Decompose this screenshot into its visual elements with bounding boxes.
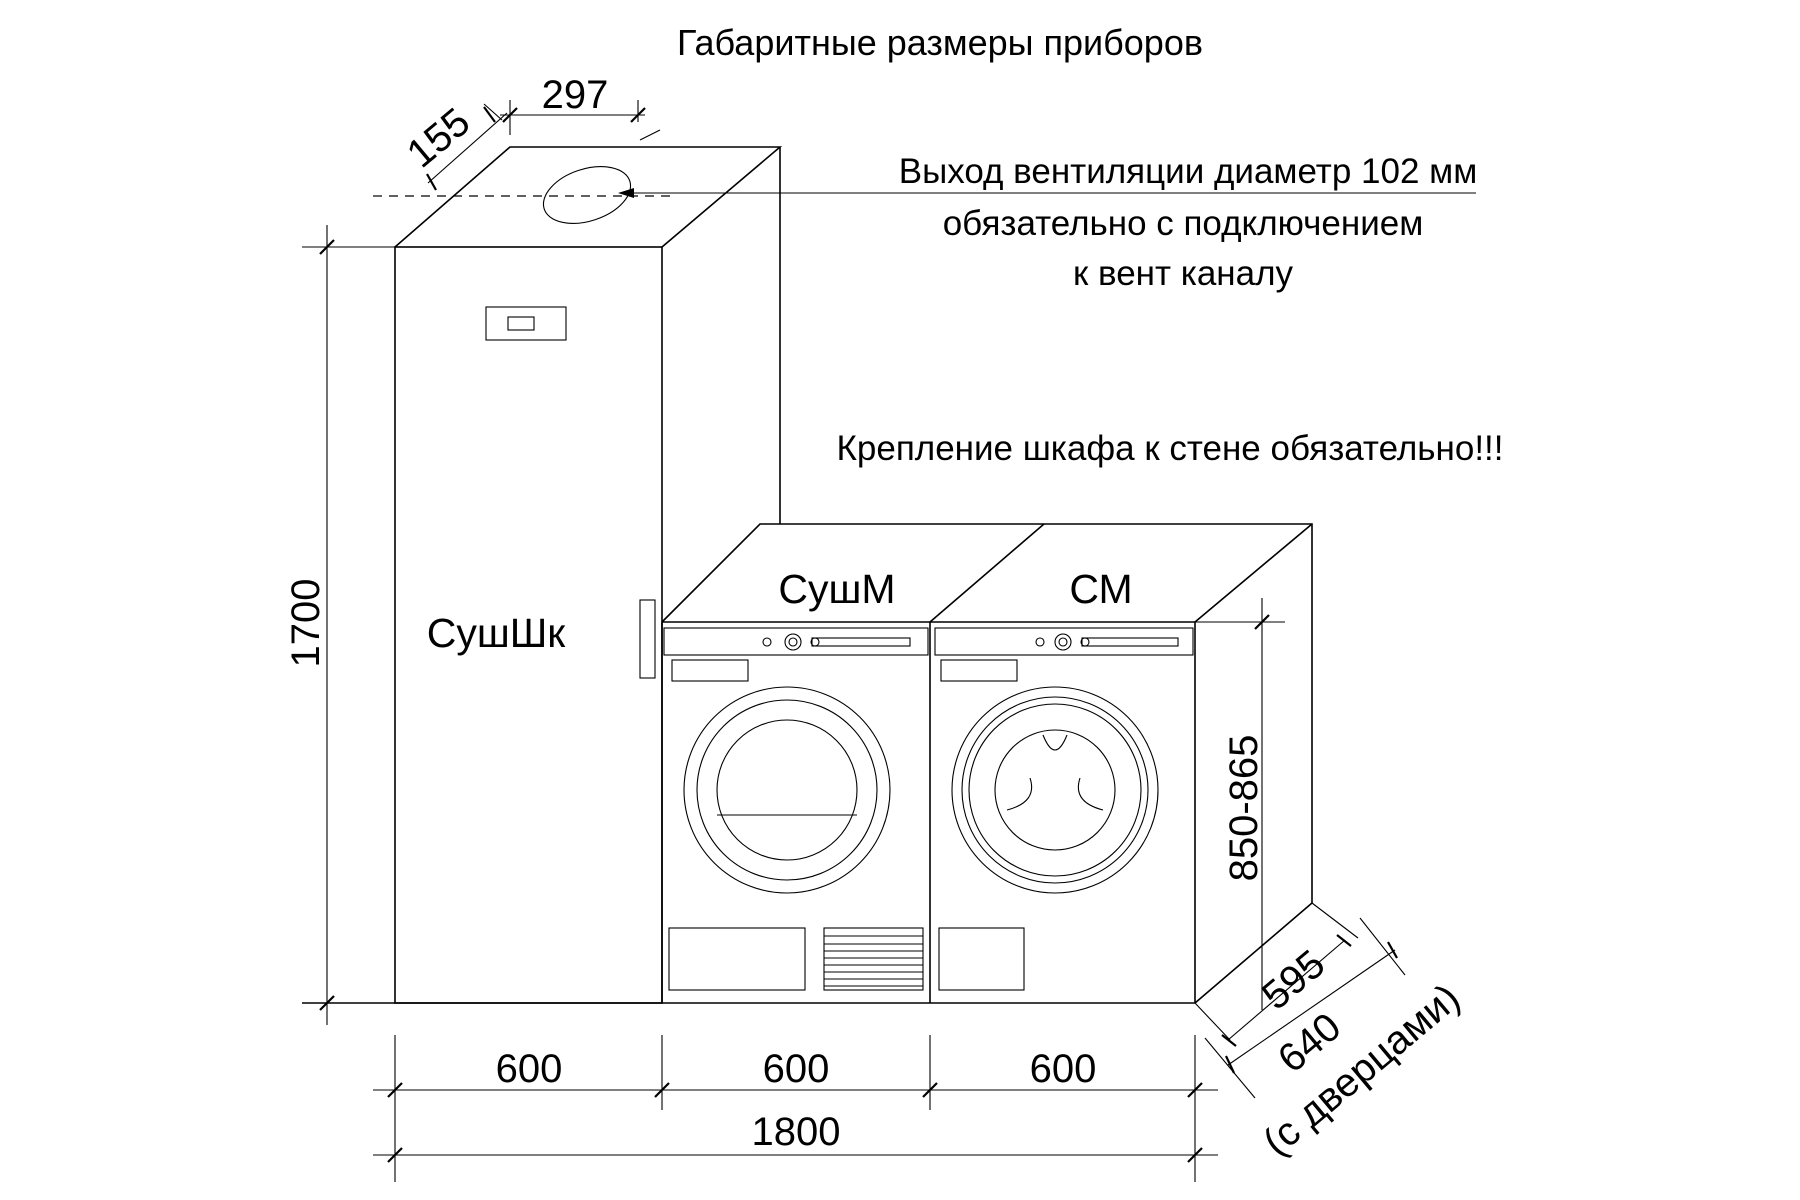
drying-cabinet: СушШк	[394, 146, 783, 1004]
washer-drawer	[940, 659, 1018, 682]
dimension-widths: 600 600 600 1800	[373, 1035, 1218, 1182]
washer-button-icon	[1035, 637, 1045, 647]
washer: СМ	[934, 566, 1194, 991]
width-3-value: 600	[1030, 1047, 1097, 1091]
washer-kick-panel	[938, 927, 1025, 991]
dryer-display	[811, 637, 911, 647]
dryer-door	[683, 686, 891, 894]
cabinet-display-icon	[507, 316, 535, 331]
dryer-button-icon	[762, 637, 772, 647]
drying-cabinet-label: СушШк	[427, 610, 567, 656]
washer-knob-icon	[1054, 633, 1072, 651]
washer-label: СМ	[1069, 566, 1132, 612]
machines-outline	[661, 520, 1313, 1004]
width-1-value: 600	[496, 1047, 563, 1091]
total-width-value: 1800	[752, 1110, 841, 1154]
washer-door	[951, 686, 1159, 894]
machine-height-value: 850-865	[1222, 735, 1266, 882]
cabinet-door-handle	[639, 599, 656, 679]
dryer: СушМ	[663, 566, 929, 991]
dimension-depths: 595 640 (с дверцами)	[1194, 902, 1468, 1164]
vent-note-line-2: обязательно с подключением	[943, 204, 1424, 243]
dryer-grille	[823, 927, 924, 991]
cabinet-control-panel	[485, 306, 567, 341]
cabinet-top-depth-value: 155	[399, 100, 478, 177]
dryer-knob-icon	[784, 633, 802, 651]
dryer-drawer	[671, 659, 749, 682]
dimension-machine-height: 850-865	[1195, 598, 1285, 1010]
width-2-value: 600	[763, 1047, 830, 1091]
cabinet-height-value: 1700	[284, 579, 328, 668]
vent-note-line-3: к вент каналу	[1073, 254, 1294, 293]
washer-drum-icon	[1006, 734, 1104, 811]
vent-outlet	[373, 166, 1476, 224]
cabinet-top-width-value: 297	[542, 73, 609, 117]
vent-note-line-1: Выход вентиляции диаметр 102 мм	[899, 152, 1478, 191]
washer-display	[1081, 637, 1179, 647]
dimension-cabinet-height: 1700	[284, 225, 395, 1025]
dryer-kick-panel	[668, 927, 806, 991]
drawing-title: Габаритные размеры приборов	[677, 22, 1203, 63]
dimension-cabinet-top: 297 155	[399, 73, 661, 191]
mounting-note: Крепление шкафа к стене обязательно!!!	[837, 429, 1504, 468]
vent-arrow-icon	[618, 188, 634, 198]
dryer-label: СушМ	[778, 566, 895, 612]
